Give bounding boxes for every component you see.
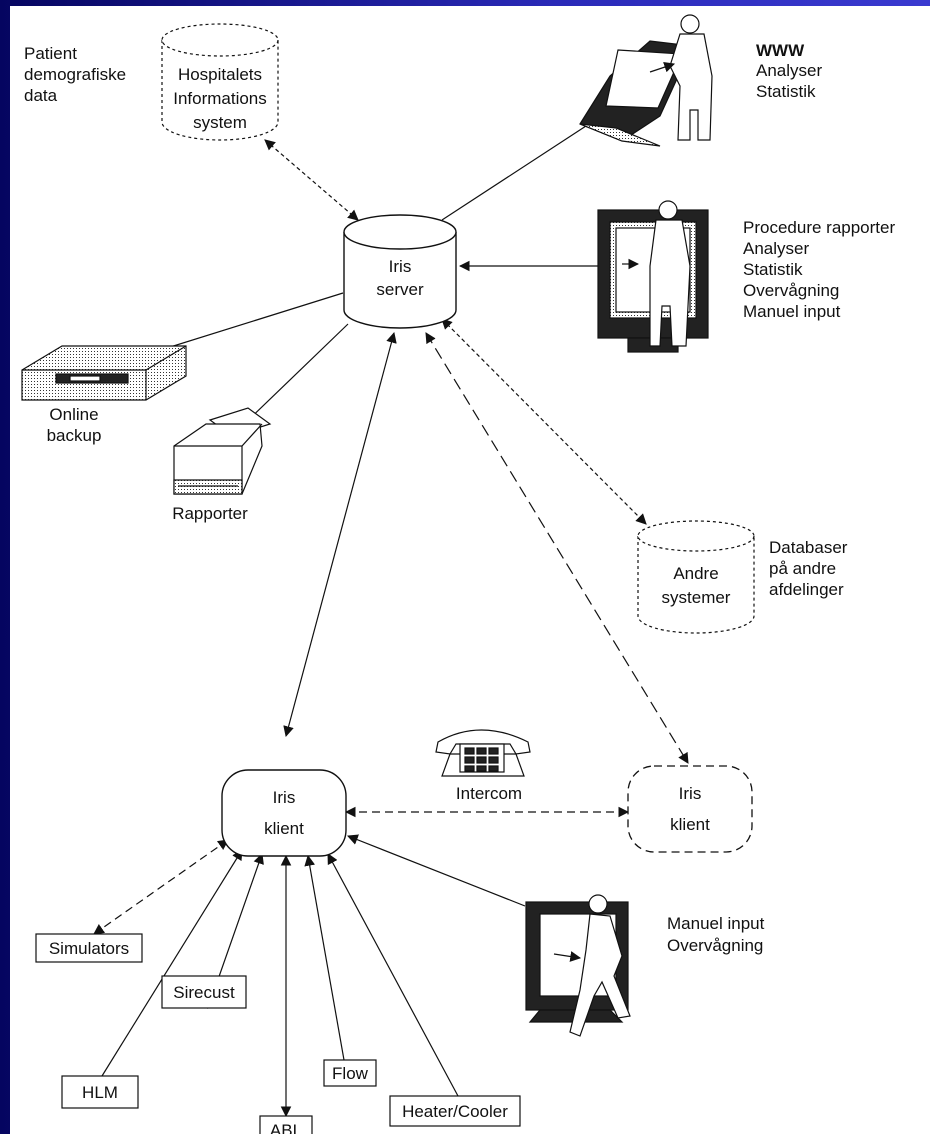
svg-text:Procedure rapporter: Procedure rapporter (743, 218, 895, 237)
intercom-label: Intercom (456, 784, 522, 803)
hospital-db (161, 23, 279, 141)
hospital-db-line1: Hospitalets (178, 65, 262, 84)
iris-server-cylinder (343, 214, 457, 329)
manual-input-line1: Manuel input (667, 914, 765, 933)
svg-text:Simulators: Simulators (49, 939, 129, 958)
svg-text:HLM: HLM (82, 1083, 118, 1102)
svg-text:Statistik: Statistik (743, 260, 803, 279)
backup-device-icon (21, 345, 187, 401)
svg-text:demografiske: demografiske (24, 65, 126, 84)
klient-hlm-link (101, 849, 243, 1077)
svg-text:Databaser: Databaser (769, 538, 848, 557)
www-line1: Analyser (756, 61, 822, 80)
svg-text:Overvågning: Overvågning (743, 281, 839, 300)
hospital-db-line2: Informations (173, 89, 267, 108)
svg-text:Flow: Flow (332, 1064, 369, 1083)
hospital-db-line3: system (193, 113, 247, 132)
server-klient-link (283, 331, 397, 738)
device-sirecust: Sirecust (161, 975, 247, 1009)
klient-simulators-link (93, 839, 229, 935)
diagram-canvas: Patient demografiske data Hospitalets In… (10, 6, 930, 1134)
top-left-label: Patient demografiske data (24, 44, 126, 105)
device-hlm: HLM (61, 1075, 139, 1109)
telephone-icon (435, 729, 531, 777)
iris-klient-line1: Iris (273, 788, 296, 807)
printer-label: Rapporter (172, 504, 248, 523)
klient-manual-link (346, 834, 526, 907)
workstation-label: Procedure rapporter Analyser Statistik O… (743, 218, 895, 321)
svg-text:Analyser: Analyser (743, 239, 809, 258)
printer-icon (173, 407, 272, 495)
iris-klient-box (221, 769, 347, 857)
iris-server-line2: server (376, 280, 424, 299)
remote-klient-line2: klient (670, 815, 710, 834)
running-user-monitor-icon (525, 894, 631, 1037)
server-www-link (441, 125, 587, 221)
online-backup-line2: backup (47, 426, 102, 445)
svg-text:Heater/Cooler: Heater/Cooler (402, 1102, 508, 1121)
iris-klient-line2: klient (264, 819, 304, 838)
other-db-line1: Andre (673, 564, 718, 583)
workstation-user-icon (597, 200, 709, 353)
device-flow: Flow (323, 1059, 377, 1087)
device-simulators: Simulators (35, 933, 143, 963)
svg-text:Sirecust: Sirecust (173, 983, 235, 1002)
server-other-db-link (441, 318, 647, 525)
laptop-user-icon (579, 14, 713, 147)
manual-input-line2: Overvågning (667, 936, 763, 955)
other-db-label: Databaser på andre afdelinger (769, 538, 848, 599)
iris-server-line1: Iris (389, 257, 412, 276)
online-backup-line1: Online (49, 405, 98, 424)
svg-text:Patient: Patient (24, 44, 77, 63)
system-diagram: Patient demografiske data Hospitalets In… (21, 14, 895, 1134)
klient-heater-link (327, 853, 459, 1097)
other-systems-db (637, 520, 755, 634)
device-abl: ABL (259, 1115, 313, 1134)
other-db-line2: systemer (662, 588, 731, 607)
www-title: WWW (756, 41, 805, 60)
device-heater-cooler: Heater/Cooler (389, 1095, 521, 1127)
svg-text:data: data (24, 86, 58, 105)
svg-text:afdelinger: afdelinger (769, 580, 844, 599)
svg-text:Manuel input: Manuel input (743, 302, 841, 321)
www-line2: Statistik (756, 82, 816, 101)
hospital-server-link (264, 139, 359, 221)
klient-flow-link (304, 854, 345, 1061)
svg-text:på andre: på andre (769, 559, 836, 578)
svg-text:ABL: ABL (270, 1121, 302, 1134)
remote-iris-klient-box (627, 765, 753, 853)
remote-klient-line1: Iris (679, 784, 702, 803)
